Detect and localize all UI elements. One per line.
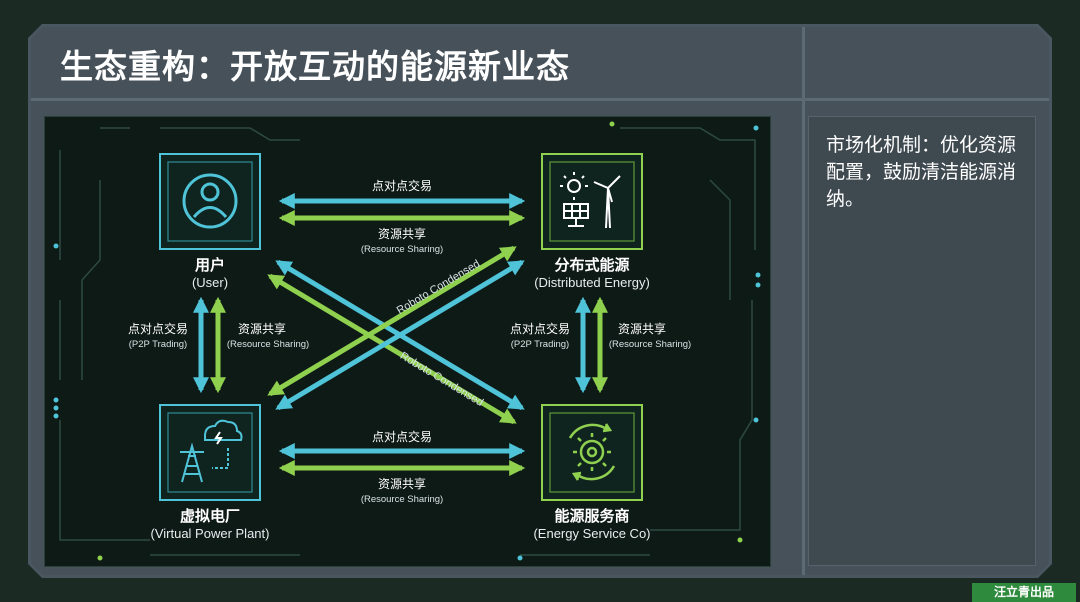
frame-divider-vertical — [802, 27, 805, 575]
edge-label-right-p2p: 点对点交易 — [510, 321, 570, 336]
edge-label-left-p2p: 点对点交易 — [128, 321, 188, 336]
side-note: 市场化机制：优化资源配置，鼓励清洁能源消纳。 — [826, 135, 1017, 210]
node-distributed-title: 分布式能源 — [554, 256, 629, 274]
side-panel — [808, 116, 1036, 566]
circuit-decoration — [53, 121, 761, 561]
edge-label-diag-up: Roboto Condensed — [395, 258, 482, 317]
edge-label-top-p2p: 点对点交易 — [372, 178, 432, 193]
solar-wind-icon — [560, 172, 621, 229]
page-title: 生态重构：开放互动的能源新业态 — [60, 48, 570, 85]
gear-cycle-icon — [568, 423, 616, 481]
user-icon — [182, 173, 238, 229]
title-divider — [31, 98, 1049, 101]
node-distributed-sub: (Distributed Energy) — [534, 275, 650, 290]
footer-badge: 汪立青出品 — [972, 583, 1076, 602]
node-energy-service-co: 能源服务商 (Energy Service Co) — [533, 404, 651, 541]
node-virtual-power-plant: 虚拟电厂 (Virtual Power Plant) — [151, 404, 270, 541]
node-user: 用户 (User) — [159, 153, 261, 290]
node-esco-sub: (Energy Service Co) — [533, 526, 650, 541]
edge-label-top-share: 资源共享 — [378, 226, 426, 241]
edge-label-right-share: 资源共享 — [618, 321, 666, 336]
edge-label-right-share-en: (Resource Sharing) — [609, 339, 691, 350]
edge-label-left-share: 资源共享 — [238, 321, 286, 336]
node-esco-title: 能源服务商 — [554, 507, 629, 525]
edge-distributed-esco: 点对点交易 (P2P Trading) 资源共享 (Resource Shari… — [510, 296, 691, 394]
node-vpp-title: 虚拟电厂 — [180, 507, 240, 525]
node-distributed-energy: 分布式能源 (Distributed Energy) — [534, 153, 650, 290]
edge-label-bottom-share-en: (Resource Sharing) — [361, 494, 443, 505]
node-vpp-sub: (Virtual Power Plant) — [151, 526, 270, 541]
node-user-title: 用户 — [195, 256, 225, 274]
edge-vpp-esco: 点对点交易 资源共享 (Resource Sharing) — [278, 429, 526, 505]
edge-user-distributed: 点对点交易 资源共享 (Resource Sharing) — [278, 178, 526, 255]
power-tower-icon — [180, 419, 243, 483]
edge-label-left-p2p-en: (P2P Trading) — [129, 339, 187, 350]
edge-label-bottom-p2p: 点对点交易 — [372, 429, 432, 444]
edge-label-top-share-en: (Resource Sharing) — [361, 244, 443, 255]
edge-label-bottom-share: 资源共享 — [378, 476, 426, 491]
edge-label-left-share-en: (Resource Sharing) — [227, 339, 309, 350]
edge-diagonals: Roboto Condensed Roboto Condensed — [267, 245, 525, 425]
node-user-sub: (User) — [192, 275, 228, 290]
edge-label-right-p2p-en: (P2P Trading) — [511, 339, 569, 350]
edge-user-vpp: 点对点交易 (P2P Trading) 资源共享 (Resource Shari… — [128, 296, 309, 394]
